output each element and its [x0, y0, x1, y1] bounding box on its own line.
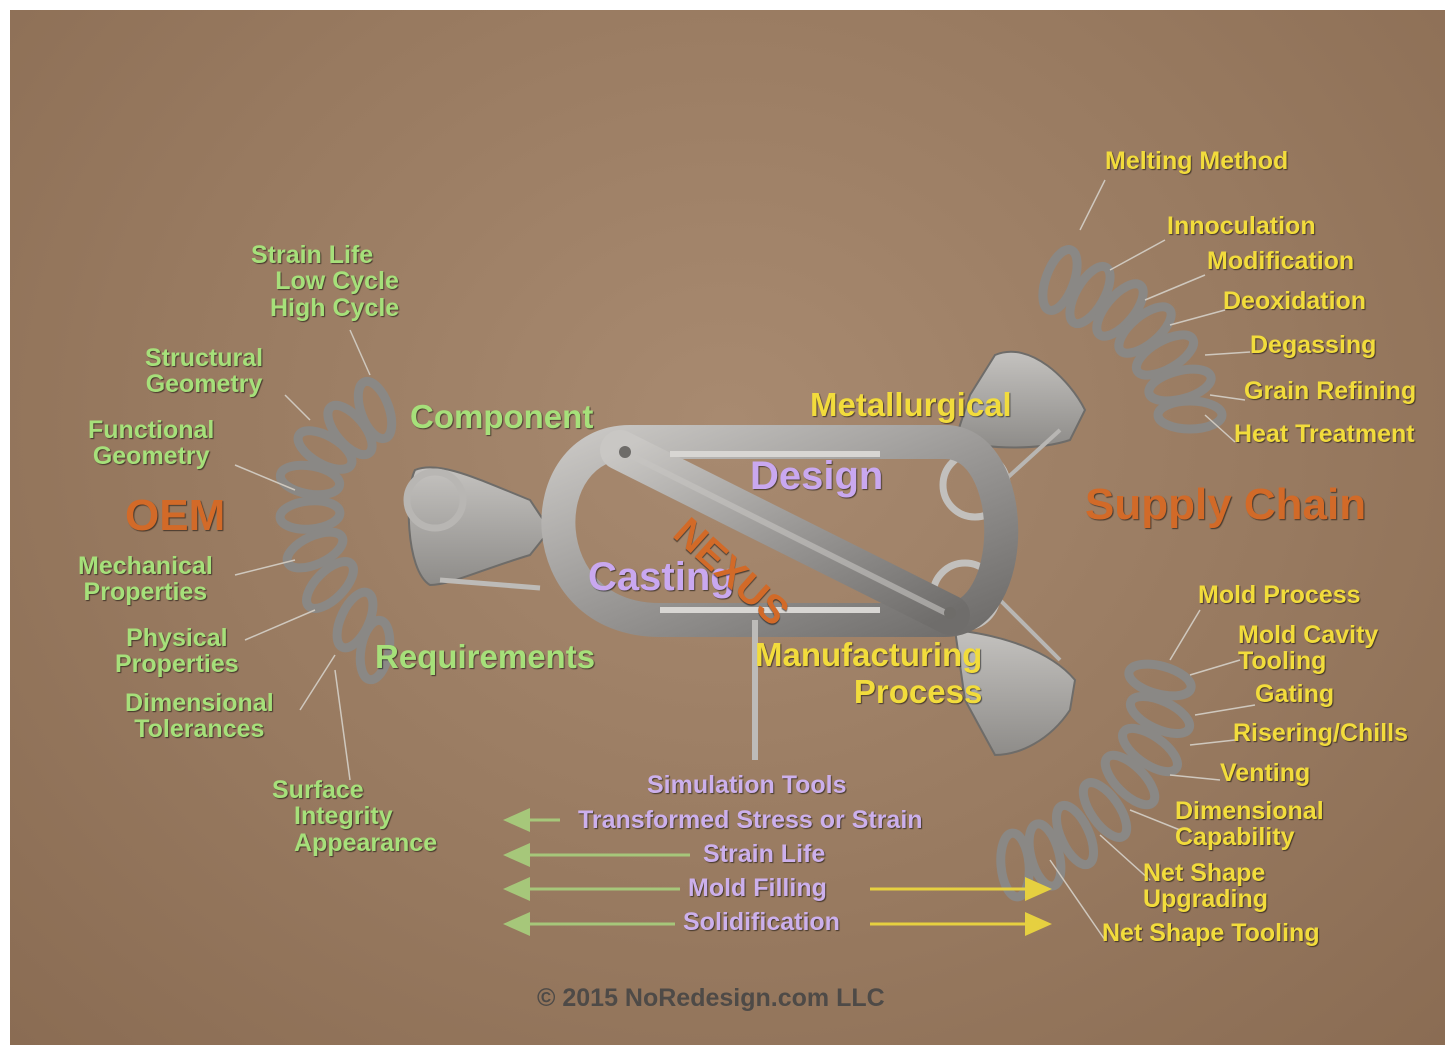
metallurgical-label: Metallurgical — [810, 388, 1012, 423]
component-label: Component — [410, 400, 593, 435]
oem-clip-cluster — [278, 377, 398, 682]
functional-geometry-label: Functional Geometry — [88, 417, 214, 470]
diagram-canvas: OEM Component Requirements Strain Life L… — [10, 10, 1445, 1045]
requirements-label: Requirements — [375, 640, 595, 675]
supply-chain-title: Supply Chain — [1085, 482, 1366, 528]
manufacturing-process-label: Manufacturing Process — [755, 638, 982, 709]
melting-method-label: Melting Method — [1105, 148, 1288, 174]
copyright-notice: © 2015 NoRedesign.com LLC — [537, 985, 885, 1011]
simulation-row-strain-life: Strain Life — [703, 841, 825, 867]
grain-refining-label: Grain Refining — [1244, 378, 1416, 404]
degassing-label: Degassing — [1250, 332, 1376, 358]
innoculation-label: Innoculation — [1167, 213, 1316, 239]
modification-label: Modification — [1207, 248, 1354, 274]
net-shape-tooling-label: Net Shape Tooling — [1102, 920, 1320, 946]
mold-cavity-tooling-label: Mold Cavity Tooling — [1238, 622, 1378, 675]
simulation-row-stress: Transformed Stress or Strain — [578, 807, 923, 833]
simulation-tools-label: Simulation Tools — [647, 772, 847, 798]
risering-chills-label: Risering/Chills — [1233, 720, 1408, 746]
simulation-row-solidification: Solidification — [683, 909, 840, 935]
physical-properties-label: Physical Properties — [115, 625, 239, 678]
simulation-row-mold-filling: Mold Filling — [688, 875, 827, 901]
mold-process-label: Mold Process — [1198, 582, 1361, 608]
dimensional-tolerances-label: Dimensional Tolerances — [125, 690, 274, 743]
oem-title: OEM — [125, 493, 225, 539]
surface-integrity-label: Surface Integrity Appearance — [272, 777, 437, 856]
mechanical-properties-label: Mechanical Properties — [78, 553, 213, 606]
design-label: Design — [750, 455, 883, 497]
net-shape-upgrading-label: Net Shape Upgrading — [1143, 860, 1268, 913]
heat-treatment-label: Heat Treatment — [1234, 421, 1415, 447]
strain-life-label: Strain Life Low Cycle High Cycle — [225, 242, 399, 321]
dimensional-capability-label: Dimensional Capability — [1175, 798, 1324, 851]
venting-label: Venting — [1220, 760, 1310, 786]
deoxidation-label: Deoxidation — [1223, 288, 1366, 314]
structural-geometry-label: Structural Geometry — [145, 345, 263, 398]
gating-label: Gating — [1255, 681, 1334, 707]
